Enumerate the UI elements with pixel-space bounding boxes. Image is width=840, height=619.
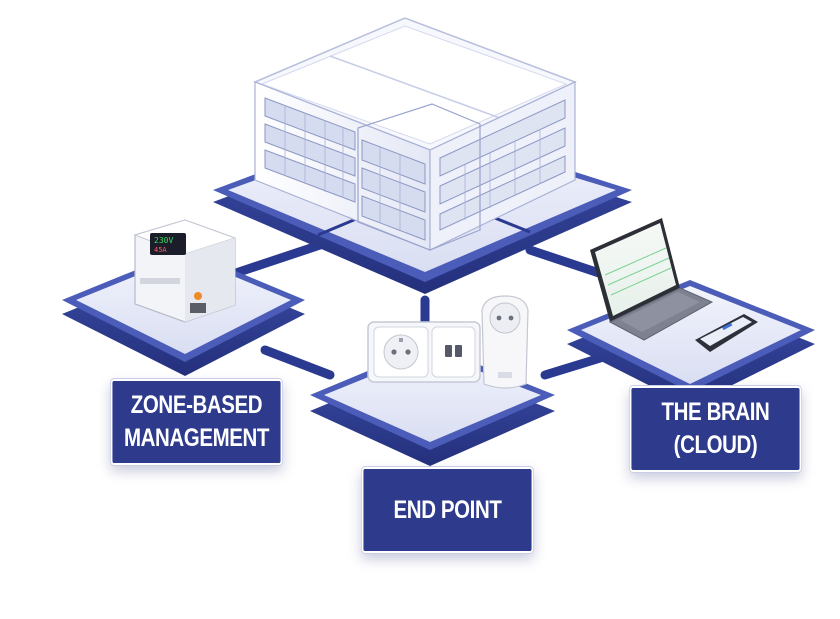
smartphone-icon — [695, 314, 758, 352]
meter-display-row1: 230V — [154, 236, 173, 245]
laptop-icon — [590, 218, 714, 341]
label-endpoint-line1: END POINT — [393, 495, 502, 524]
label-zone-based-management: ZONE-BASED MANAGEMENT — [110, 379, 283, 465]
meter-display-row2: 45A — [154, 246, 167, 254]
label-the-brain-cloud: THE BRAIN (CLOUD) — [629, 386, 802, 472]
din-rail-meter-icon: 230V 45A — [133, 219, 237, 323]
wall-socket-icon — [367, 321, 481, 383]
label-brain-line1: THE BRAIN — [661, 398, 770, 426]
label-end-point: END POINT — [361, 467, 534, 553]
label-zone-line1: ZONE-BASED — [130, 391, 263, 419]
smart-plug-icon — [481, 295, 529, 389]
label-zone-line2: MANAGEMENT — [123, 424, 270, 452]
building-icon — [253, 17, 577, 251]
label-brain-line2: (CLOUD) — [673, 431, 758, 459]
